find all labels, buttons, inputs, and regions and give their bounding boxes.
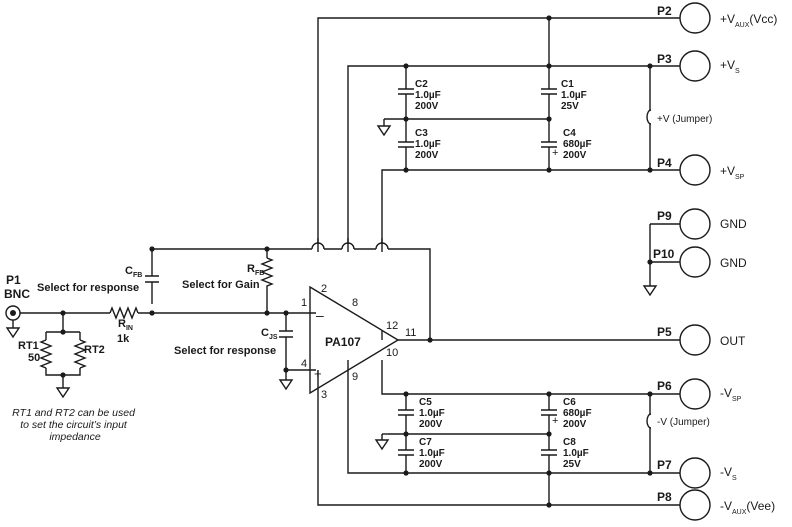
port-p5-label: P5: [657, 325, 672, 339]
port-p7-terminal: [679, 457, 711, 489]
pin-4: 4: [301, 358, 307, 370]
port-p1-type: BNC: [4, 287, 30, 301]
port-p8-terminal: [679, 489, 711, 521]
bnc-connector: [5, 305, 21, 321]
jumper-pos-label: +V (Jumper): [657, 114, 712, 125]
p7-function: -VS: [720, 465, 737, 482]
rt1-label: RT1: [18, 340, 39, 352]
port-connectors: [5, 2, 711, 521]
port-p3-label: P3: [657, 52, 672, 66]
annotation-select-response-cfb: Select for response: [37, 282, 139, 294]
pin-10: 10: [386, 347, 398, 359]
c4-polarity: +: [552, 147, 558, 159]
rt-note: RT1 and RT2 can be used to set the circu…: [12, 407, 138, 443]
pin-9: 9: [352, 371, 358, 383]
p2-function: +VAUX(Vcc): [720, 12, 777, 29]
rt-note-line-2: to set the circuit’s input: [20, 419, 128, 431]
jumper-neg-label: -V (Jumper): [657, 417, 710, 428]
p10-function: GND: [720, 256, 747, 270]
pin-1: 1: [301, 297, 307, 309]
ground-symbols: [5, 125, 658, 451]
port-p4-label: P4: [657, 156, 672, 170]
op-amp-name: PA107: [325, 335, 361, 349]
port-p8-label: P8: [657, 490, 672, 504]
op-amp-minus-sign: –: [316, 307, 324, 323]
pin-2: 2: [321, 283, 327, 295]
port-p3-terminal: [679, 50, 711, 82]
pin-numbers: 1 2 8 12 11 10 4 9 3: [301, 283, 416, 401]
wire-hops: [311, 238, 389, 252]
c6-polarity: +: [552, 415, 558, 427]
rin-label: RIN: [118, 318, 133, 332]
op-amp-plus-sign: +: [314, 366, 322, 381]
rt1-value: 50: [28, 352, 40, 364]
p8-function: -VAUX(Vee): [720, 499, 775, 516]
annotation-select-response-cjs: Select for response: [174, 345, 276, 357]
op-amp-pa107: – + PA107: [309, 285, 400, 395]
port-p10-terminal: [679, 246, 711, 278]
port-p10-label: P10: [653, 247, 675, 261]
pin-8: 8: [352, 297, 358, 309]
rt2-label: RT2: [84, 344, 105, 356]
rt-note-line-1: RT1 and RT2 can be used: [12, 407, 136, 419]
resistor-symbols: [39, 257, 274, 369]
port-p9-terminal: [679, 208, 711, 240]
junction-dots: [60, 15, 653, 508]
annotations: Select for response Select for Gain Sele…: [37, 279, 276, 357]
rt-note-line-3: impedance: [49, 431, 101, 443]
p6-function: -VSP: [720, 386, 742, 403]
port-function-labels: +VAUX(Vcc) +VS +VSP GND GND OUT -VSP -VS…: [720, 12, 777, 516]
port-p9-label: P9: [657, 209, 672, 223]
port-designators: P2 P3 P4 P9 P10 P5 P6 P7 P8 P1 BNC: [4, 4, 675, 504]
cfb-label: CFB: [125, 265, 142, 279]
port-p5-terminal: [679, 324, 711, 356]
p9-function: GND: [720, 217, 747, 231]
port-p2-terminal: [679, 2, 711, 34]
pin-11: 11: [405, 327, 416, 339]
rin-value: 1k: [117, 333, 130, 345]
port-p2-label: P2: [657, 4, 672, 18]
port-p1-label: P1: [6, 273, 21, 287]
port-p7-label: P7: [657, 458, 672, 472]
port-p6-label: P6: [657, 379, 672, 393]
p5-function: OUT: [720, 334, 746, 348]
pin-3: 3: [321, 389, 327, 401]
cjs-label: CJS: [261, 327, 278, 341]
pin-12: 12: [386, 320, 398, 332]
annotation-select-gain: Select for Gain: [182, 279, 260, 291]
rfb-label: RFB: [247, 263, 264, 277]
p3-function: +VS: [720, 58, 740, 75]
port-p4-terminal: [679, 154, 711, 186]
port-p6-terminal: [679, 378, 711, 410]
capacitor-symbols: [145, 88, 557, 456]
component-labels: CFB RFB CJS RIN 1k RT1 50 RT2: [18, 263, 278, 364]
p4-function: +VSP: [720, 164, 745, 181]
